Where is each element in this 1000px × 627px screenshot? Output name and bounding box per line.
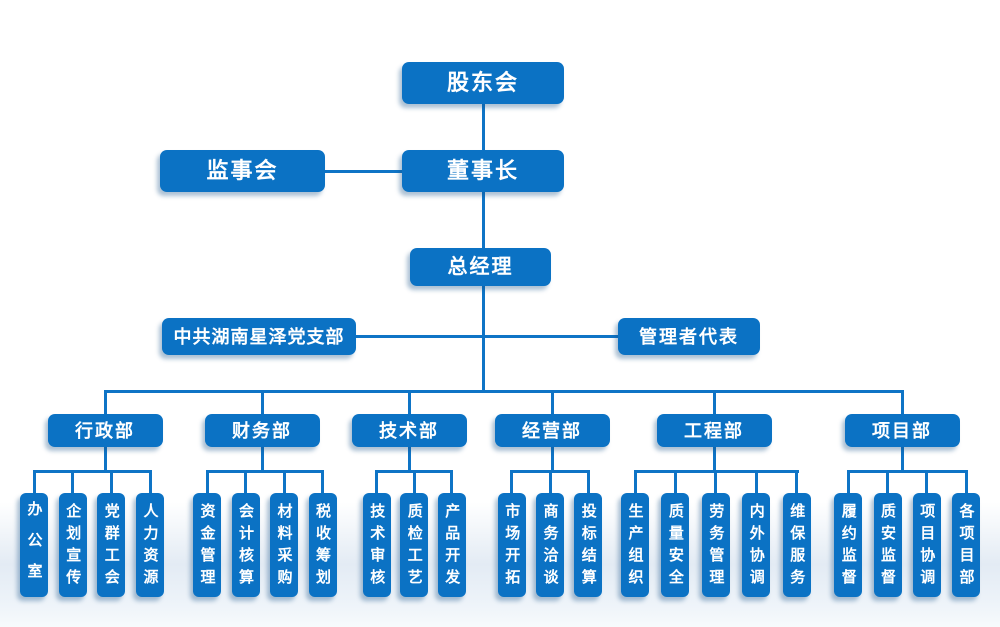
connector-gm-trunk xyxy=(481,286,485,393)
sub-node-project-offices: 各项目部 xyxy=(952,493,980,597)
connector-drop-dept xyxy=(550,390,554,414)
sub-node-project-coordination: 项目协调 xyxy=(912,493,941,597)
connector-dept-stub xyxy=(260,447,264,470)
connector-drop-dept xyxy=(103,390,107,414)
sub-node-labor-management: 劳务管理 xyxy=(701,493,730,597)
dept-engineering: 工程部 xyxy=(656,414,772,447)
node-party-branch: 中共湖南星泽党支部 xyxy=(162,318,356,355)
connector-dept-stub xyxy=(550,447,554,470)
connector-group-bus xyxy=(205,470,324,473)
connector-drop-sub xyxy=(586,470,590,493)
sub-node-tax-planning: 税收筹划 xyxy=(308,493,337,597)
sub-node-coordination: 内外协调 xyxy=(742,493,771,597)
connector-drop-sub xyxy=(412,470,416,493)
connector-drop-dept xyxy=(260,390,264,414)
connector-shareholders-chairman xyxy=(481,104,485,150)
sub-node-accounting: 会计核算 xyxy=(231,493,260,597)
connector-group-bus xyxy=(846,470,968,473)
connector-drop-sub xyxy=(925,470,929,493)
node-supervisory-board: 监事会 xyxy=(160,150,325,192)
sub-node-quality-safety-supervision: 质安监督 xyxy=(873,493,902,597)
connector-drop-sub xyxy=(244,470,247,493)
sub-node-production-organization: 生产组织 xyxy=(621,493,649,597)
connector-drop-sub xyxy=(375,470,379,493)
connector-drop-sub xyxy=(109,470,113,493)
dept-finance: 财务部 xyxy=(204,414,320,447)
connector-drop-sub xyxy=(714,470,718,493)
sub-node-business-negotiation: 商务洽谈 xyxy=(536,493,564,597)
connector-drop-sub xyxy=(633,470,637,493)
connector-drop-dept xyxy=(900,390,904,414)
sub-node-market-development: 市场开拓 xyxy=(497,493,526,597)
connector-drop-sub xyxy=(886,470,889,493)
sub-node-fund-management: 资金管理 xyxy=(193,493,221,597)
sub-node-planning-publicity: 企划宣传 xyxy=(58,493,87,597)
sub-node-performance-supervision: 履约监督 xyxy=(834,493,863,597)
sub-node-human-resources: 人力资源 xyxy=(136,493,164,597)
node-shareholders-meeting: 股东会 xyxy=(402,62,564,104)
dept-administration: 行政部 xyxy=(47,414,163,447)
connector-drop-sub xyxy=(282,470,286,493)
sub-node-office: 办公室 xyxy=(20,493,48,597)
dept-operations: 经营部 xyxy=(494,414,610,447)
connector-drop-sub xyxy=(450,470,454,493)
connector-dept-stub xyxy=(407,447,411,470)
connector-drop-sub xyxy=(846,470,850,493)
connector-drop-sub xyxy=(205,470,209,493)
node-chairman: 董事长 xyxy=(402,150,564,192)
connector-supervisory-chairman xyxy=(325,169,402,173)
connector-drop-dept xyxy=(407,390,411,414)
sub-node-party-union: 党群工会 xyxy=(97,493,126,597)
sub-node-product-development: 产品开发 xyxy=(437,493,466,597)
sub-node-quality-safety: 质量安全 xyxy=(661,493,690,597)
dept-project: 项目部 xyxy=(844,414,960,447)
connector-dept-stub xyxy=(900,447,904,470)
connector-dept-stub xyxy=(712,447,716,470)
connector-drop-sub xyxy=(964,470,968,493)
connector-dept-stub xyxy=(103,447,107,470)
sub-node-bid-settlement: 投标结算 xyxy=(574,493,603,597)
connector-drop-sub xyxy=(71,470,75,493)
sub-node-material-procurement: 材料采购 xyxy=(270,493,298,597)
connector-group-bus xyxy=(32,470,152,473)
node-management-representative: 管理者代表 xyxy=(618,318,760,355)
node-general-manager: 总经理 xyxy=(410,248,551,286)
connector-departments-bus xyxy=(103,390,904,393)
connector-drop-sub xyxy=(148,470,152,493)
connector-drop-sub xyxy=(754,470,758,493)
connector-drop-sub xyxy=(321,470,324,493)
sub-node-technical-review: 技术审核 xyxy=(362,493,391,597)
sub-node-quality-process: 质检工艺 xyxy=(400,493,429,597)
connector-drop-sub xyxy=(673,470,677,493)
connector-drop-sub xyxy=(548,470,552,493)
connector-drop-sub xyxy=(32,470,36,493)
connector-drop-dept xyxy=(712,390,716,414)
sub-node-maintenance-service: 维保服务 xyxy=(782,493,811,597)
connector-party-rep xyxy=(356,335,618,338)
dept-technology: 技术部 xyxy=(351,414,467,447)
connector-drop-sub xyxy=(795,470,799,493)
connector-drop-sub xyxy=(510,470,514,493)
connector-chairman-gm xyxy=(481,192,485,248)
